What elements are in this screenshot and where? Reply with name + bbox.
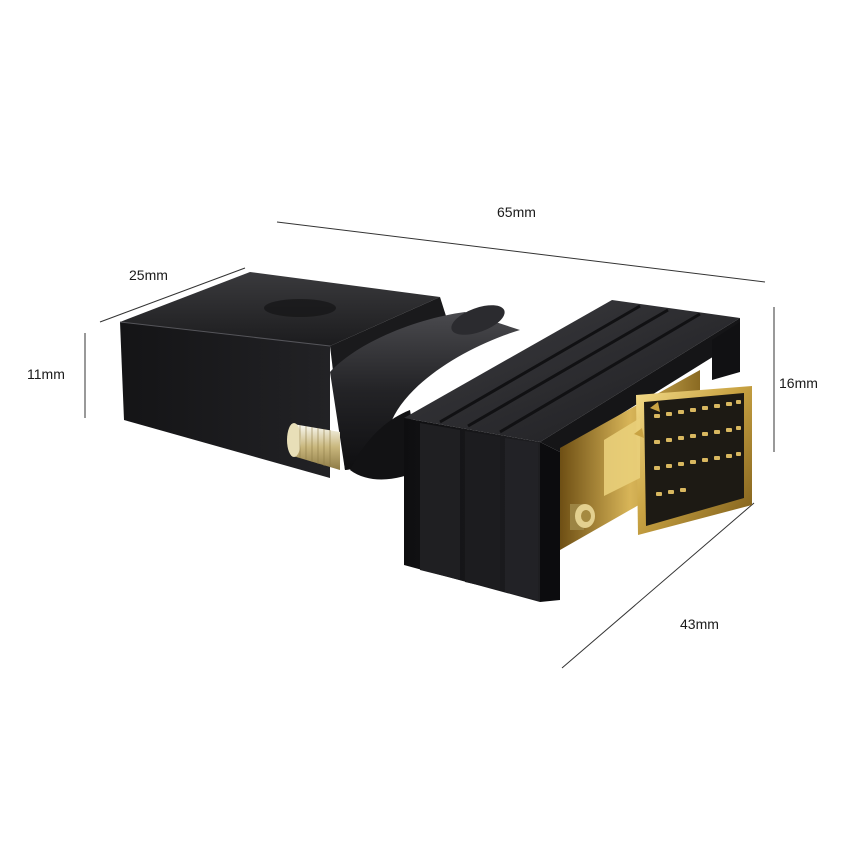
dimension-line-65mm (276, 221, 766, 283)
thumb-screw-right (570, 504, 595, 530)
thumb-screw-left (287, 423, 340, 470)
dimension-label-depth: 43mm (680, 616, 719, 632)
swivel-hinge (330, 305, 520, 480)
housing-ribs (420, 423, 538, 600)
dimension-label-length: 65mm (497, 204, 536, 220)
dimension-lines (84, 221, 775, 669)
dimension-label-body-height: 11mm (27, 366, 65, 382)
dimension-label-connector-height: 16mm (779, 375, 818, 391)
dvi-plug (560, 370, 752, 550)
dvi-pins (654, 400, 741, 496)
dimension-line-25mm (99, 267, 246, 323)
dimension-label-width: 25mm (129, 267, 168, 283)
dvi-housing (404, 300, 740, 602)
dimension-line-43mm (561, 502, 755, 669)
